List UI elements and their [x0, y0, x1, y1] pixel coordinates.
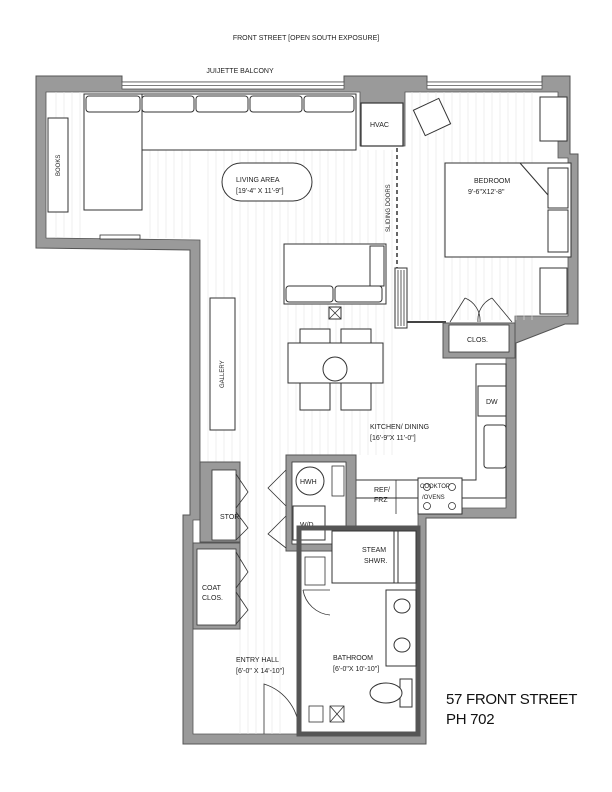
bathroom-walls: [296, 525, 421, 737]
bath-cabinet-a: [308, 705, 324, 723]
bathroom-size: [6'-0"X 10'-10"]: [333, 666, 379, 673]
living-area-tag: [221, 162, 313, 202]
loveseat: [283, 243, 387, 305]
sink-top: [393, 598, 411, 614]
bathroom-name: BATHROOM: [333, 655, 373, 662]
nightstand-top: [539, 96, 568, 142]
bedroom-chair: [412, 97, 452, 137]
bedroom-name: BEDROOM: [474, 178, 510, 185]
bed: [444, 162, 572, 258]
dw-label: DW: [486, 399, 498, 406]
entry-hall-name: ENTRY HALL: [236, 657, 279, 664]
address-line: 57 FRONT STREET: [446, 691, 578, 708]
closet-doors: [449, 297, 513, 323]
dining-table: [287, 328, 384, 411]
steam-shower: [331, 530, 417, 584]
frz-label: FRZ: [374, 497, 388, 504]
hvac-unit: [360, 102, 404, 147]
sliding-doors-label: SLIDING DOORS: [386, 184, 392, 232]
ovens-label: /OVENS: [422, 495, 445, 501]
street-label: FRONT STREET [OPEN SOUTH EXPOSURE]: [232, 35, 380, 42]
bathroom-door: [302, 589, 331, 616]
laundry-doors: [267, 469, 287, 549]
living-area-name: LIVING AREA: [236, 177, 280, 184]
kitchen-name: KITCHEN/ DINING: [370, 424, 429, 431]
nightstand-bottom: [539, 267, 568, 315]
gallery-label: GALLERY: [220, 360, 226, 388]
entry-hall-size: [6'-0" X 14'-10"]: [236, 668, 284, 675]
balcony-label: JUIJETTE BALCONY: [206, 68, 274, 75]
shower-label: SHWR.: [364, 558, 387, 565]
steam-label: STEAM: [362, 547, 386, 554]
bedroom-size: 9'-6"X12'-8": [468, 189, 505, 196]
gallery-shelf: [209, 297, 236, 431]
sectional-sofa: [83, 93, 357, 211]
radiator: [99, 234, 141, 240]
unit-line: PH 702: [446, 711, 495, 728]
coat-closet-label: CLOS.: [202, 595, 223, 602]
coat-label: COAT: [202, 585, 222, 592]
books-label: BOOKS: [56, 155, 62, 176]
living-area-size: [19'-4" X 11'-9"]: [236, 188, 284, 195]
entry-closets: [192, 461, 241, 630]
bookshelf: [47, 117, 69, 213]
sink-bottom: [393, 637, 411, 653]
hvac-label: HVAC: [370, 122, 389, 129]
address-title: 57 FRONT STREET PH 702: [446, 690, 577, 730]
cooktop-label: COOKTOP: [420, 484, 450, 490]
ref-label: REF/: [374, 487, 390, 494]
toilet: [369, 678, 413, 708]
bath-closet: [304, 556, 326, 586]
kitchen-size: [16'-9"X 11'-0"]: [370, 435, 416, 442]
hwh-label: HWH: [300, 479, 317, 486]
storage-label: STOR.: [220, 514, 241, 521]
closet-door-swings: [235, 473, 249, 625]
balcony-windows: [121, 81, 543, 90]
closet-label: CLOS.: [467, 337, 488, 344]
